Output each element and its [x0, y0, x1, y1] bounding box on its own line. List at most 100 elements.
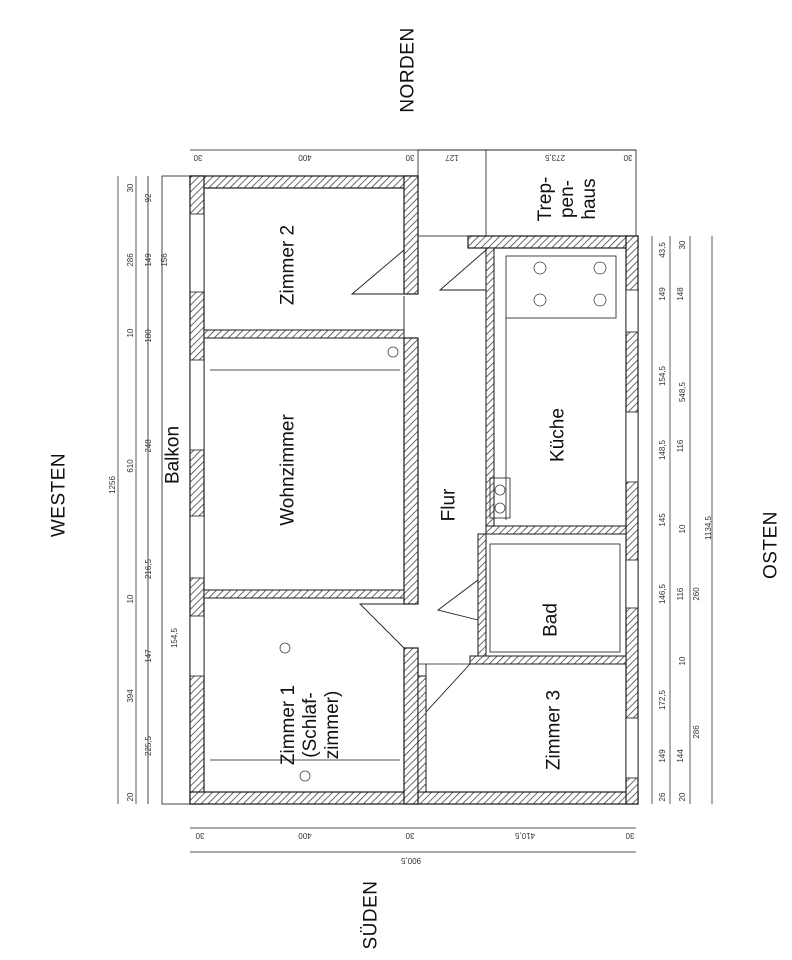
- kitchen-counter: [505, 255, 617, 319]
- wall-wohnzimmer-zimmer1: [203, 589, 405, 599]
- dim-right-10: 146,5: [658, 583, 667, 605]
- dim-right-total: 1134,5: [704, 516, 713, 540]
- dim-top-2: 30: [405, 153, 415, 162]
- dim-left-11: 147: [144, 649, 153, 663]
- dim-top-0: 30: [193, 153, 203, 162]
- wall-north-west-part: [189, 175, 419, 189]
- label-south: SÜDEN: [358, 870, 384, 960]
- dim-bottom-total: 900,5: [400, 856, 422, 865]
- dim-left-total: 1256: [108, 476, 117, 494]
- wall-bad-west: [477, 533, 487, 663]
- dim-right-0: 30: [678, 240, 687, 250]
- window-zimmer1-west: [189, 615, 205, 677]
- fixtures: [279, 261, 607, 782]
- dimension-lines: [117, 149, 713, 853]
- dim-left-1: 92: [144, 193, 153, 203]
- window-zimmer2-west: [189, 213, 205, 293]
- window-kueche-east-1: [625, 289, 639, 333]
- dim-bottom-4: 30: [625, 831, 635, 840]
- stove-burner-3: [593, 261, 607, 275]
- wall-zimmer2-wohnzimmer: [203, 329, 405, 339]
- dim-top-1: 400: [298, 153, 312, 162]
- dim-right-8: 145: [658, 513, 667, 527]
- dim-bottom-0: 30: [195, 831, 205, 840]
- exterior-walls: [189, 175, 639, 805]
- dim-left-0: 30: [126, 183, 135, 193]
- dim-left-2: 286: [126, 253, 135, 267]
- room-bad-text: Bad: [540, 603, 562, 637]
- dim-top-4: 273,5: [544, 153, 566, 162]
- dim-right-4: 154,5: [658, 365, 667, 387]
- door-bad: [436, 579, 479, 621]
- interior-walls: [203, 247, 627, 793]
- south-text: SÜDEN: [360, 880, 382, 950]
- room-flur: Flur: [434, 470, 464, 540]
- stove-burner-2: [533, 293, 547, 307]
- room-treppenhaus: Trep- pen- haus: [526, 164, 610, 234]
- sink-basin-2: [494, 502, 506, 514]
- dim-left-7: 248: [144, 439, 153, 453]
- wc-bowl: [387, 346, 399, 358]
- dim-right-17: 286: [692, 725, 701, 739]
- dim-right-3: 148: [676, 287, 685, 301]
- windows: [189, 213, 639, 779]
- door-swings: [350, 249, 487, 714]
- dim-top-5: 30: [623, 153, 633, 162]
- lamp-zimmer1-2: [299, 770, 311, 782]
- room-wohnzimmer: Wohnzimmer: [268, 390, 308, 550]
- room-bad: Bad: [536, 590, 566, 650]
- dim-left-15: 20: [126, 792, 135, 802]
- dim-bottom-1: 400: [298, 831, 312, 840]
- dim-top-3: 127: [445, 153, 459, 162]
- kitchen-sink: [489, 477, 511, 519]
- window-wohnzimmer-west-2: [189, 515, 205, 579]
- dim-left-9: 216,5: [144, 558, 153, 580]
- room-zimmer3: Zimmer 3: [536, 670, 572, 790]
- dim-right-2: 149: [658, 287, 667, 301]
- balcony-outline: [161, 175, 191, 805]
- dim-right-14: 172,5: [658, 689, 667, 711]
- wall-north-kitchen: [467, 235, 639, 249]
- stove-burner-4: [593, 293, 607, 307]
- east-text: OSTEN: [760, 511, 782, 579]
- dim-left-13: 394: [126, 689, 135, 703]
- dim-right-16: 144: [676, 749, 685, 763]
- wall-bad-zimmer3: [469, 655, 627, 665]
- room-wohnzimmer-text: Wohnzimmer: [277, 414, 299, 526]
- dim-right-19: 26: [658, 792, 667, 802]
- door-zimmer3: [425, 663, 471, 714]
- dim-left-14: 225,5: [144, 735, 153, 757]
- wall-corridor-west-upper: [403, 175, 419, 295]
- dim-right-5: 548,5: [678, 381, 687, 403]
- dim-right-11: 116: [676, 587, 685, 601]
- dim-bottom-3: 410,5: [514, 831, 536, 840]
- room-zimmer2-text: Zimmer 2: [277, 224, 299, 306]
- wall-corridor-west-lower: [403, 647, 419, 805]
- dim-left-6: 180: [144, 329, 153, 343]
- dim-right-6: 148,5: [658, 439, 667, 461]
- north-text: NORDEN: [397, 27, 419, 113]
- dim-right-7: 116: [676, 439, 685, 453]
- room-kueche: Küche: [540, 390, 576, 480]
- dim-left-3: 149: [144, 253, 153, 267]
- door-zimmer1: [358, 603, 405, 649]
- label-east: OSTEN: [758, 500, 784, 590]
- room-kueche-text: Küche: [547, 408, 569, 462]
- room-zimmer3-text: Zimmer 3: [543, 689, 565, 771]
- dim-left-12: 154,5: [170, 627, 179, 649]
- bathtub: [489, 543, 621, 653]
- label-west: WESTEN: [46, 440, 72, 550]
- room-balkon-text: Balkon: [162, 425, 184, 485]
- lamp-zimmer1-1: [279, 642, 291, 654]
- room-zimmer1-text: Zimmer 1 (Schlaf- zimmer): [278, 684, 343, 766]
- wall-kueche-bad: [485, 525, 627, 535]
- sink-basin: [494, 484, 506, 496]
- room-balkon: Balkon: [156, 410, 190, 500]
- dim-right-9: 10: [678, 524, 687, 534]
- wall-zimmer3-west: [417, 675, 427, 793]
- room-treppenhaus-text: Trep- pen- haus: [535, 176, 600, 222]
- dim-right-1: 43,5: [658, 242, 667, 258]
- label-north: NORDEN: [395, 20, 421, 120]
- door-kueche: [438, 249, 487, 291]
